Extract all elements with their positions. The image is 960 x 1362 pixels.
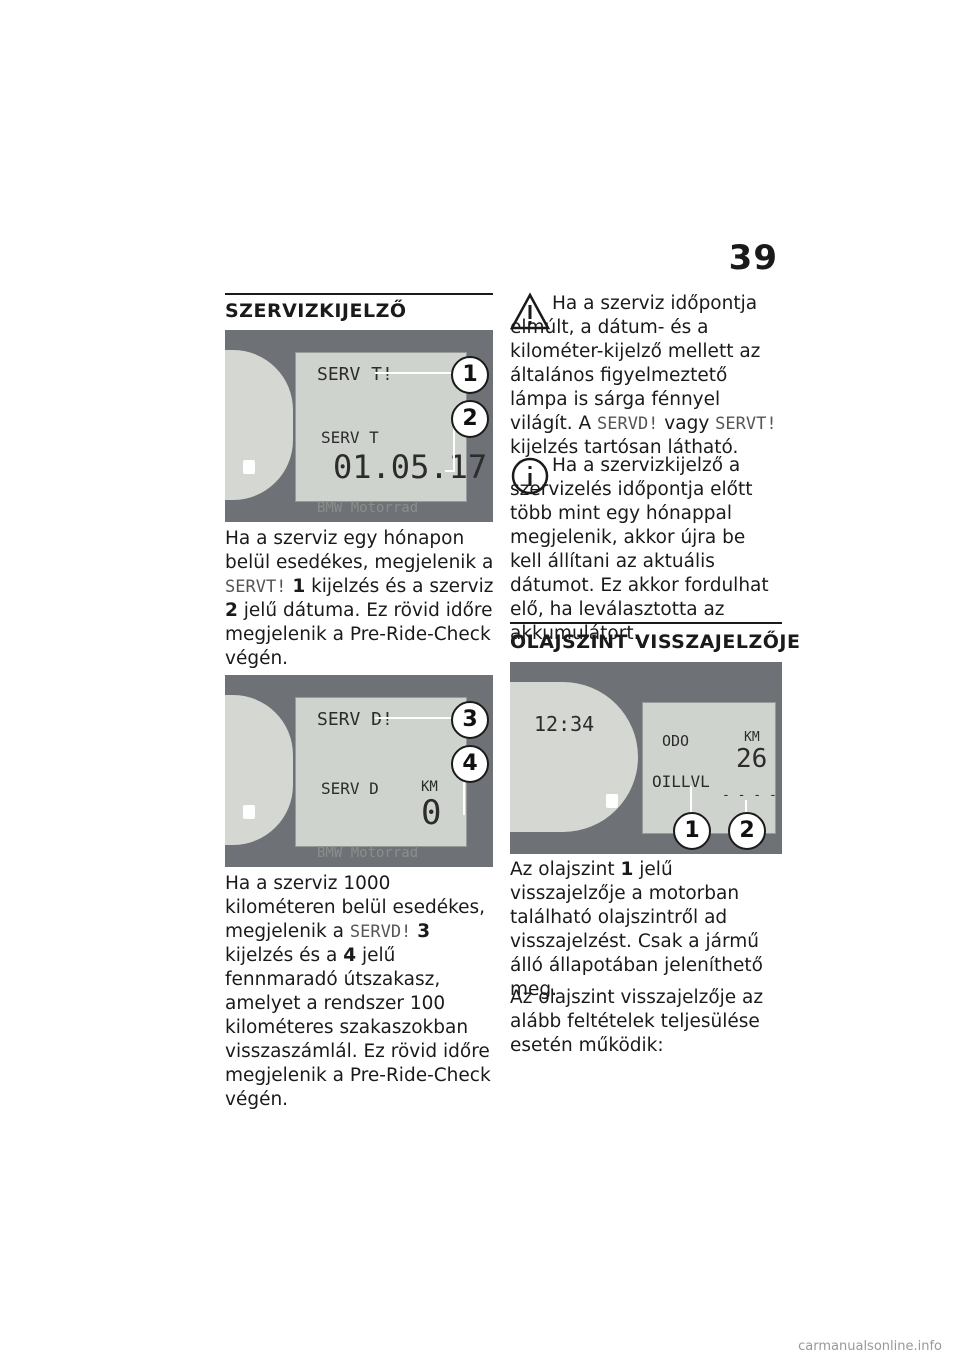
odo-unit-text: KM — [744, 730, 760, 745]
display-date-text: 01.05.17 — [333, 448, 488, 486]
service-display-figure-2: SERV D! SERV D KM 0 BMW Motorrad 3 4 — [225, 675, 493, 867]
section-rule-right — [510, 622, 782, 624]
section-heading-oil: OLAJSZINT VISSZAJELZŐJE — [510, 631, 801, 653]
para-text: Ha a szerviz egy hónapon belül esedékes,… — [225, 528, 494, 573]
oil-label-text: OILLVL — [652, 772, 710, 791]
overdue-warning-paragraph: Ha a szerviz időpontja elmúlt, a dátum- … — [510, 292, 782, 460]
fuel-icon — [243, 460, 255, 474]
leader-line-oil-2 — [745, 800, 747, 814]
odo-value-text: 26 — [736, 744, 768, 774]
oil-level-paragraph-2: Az olajszint visszajelzője az alább felt… — [510, 987, 764, 1056]
service-display-figure-1: SERV T! SERV T 01.05.17 BMW Motorrad 1 2 — [225, 330, 493, 522]
service-month-paragraph: Ha a szerviz egy hónapon belül esedékes,… — [225, 527, 495, 671]
ref-number: 3 — [417, 921, 431, 942]
callout-4: 4 — [451, 745, 489, 783]
display-top-text: SERV D! — [317, 709, 393, 730]
display-unit-text: KM — [421, 779, 438, 795]
oil-level-display-figure: 12:34 ODO KM 26 OILLVL - - - - 1 2 — [510, 662, 782, 854]
code-servt: SERVT! — [225, 577, 287, 597]
service-distance-paragraph: Ha a szerviz 1000 kilométeren belül esed… — [225, 872, 495, 1112]
leader-line-1 — [375, 372, 453, 374]
leader-line-oil-1 — [690, 786, 692, 816]
para-text: jelű dátuma. Ez rövid időre megjelenik a… — [225, 600, 493, 669]
code-servd: SERVD! — [597, 414, 659, 434]
display-top-text: SERV T! — [317, 364, 393, 385]
para-text: vagy — [658, 413, 716, 434]
section-heading-service: SZERVIZKIJELZŐ — [225, 300, 407, 322]
para-text: Az olajszint — [510, 859, 621, 880]
brand-faint-text: BMW Motorrad — [317, 500, 419, 516]
fuel-icon — [606, 794, 618, 808]
leader-line-4 — [463, 775, 465, 815]
para-text: kijelzés tartósan látható. — [510, 437, 739, 458]
info-paragraph: Ha a szervizkijelző a szervizelés időpon… — [510, 455, 769, 644]
leader-line-3 — [375, 717, 453, 719]
fuel-icon — [243, 805, 255, 819]
clock-text: 12:34 — [534, 712, 595, 736]
display-mid-text: SERV D — [321, 779, 379, 798]
oil-level-paragraph-1: Az olajszint 1 jelű visszajelzője a moto… — [510, 858, 782, 1002]
page-number: 39 — [728, 238, 778, 278]
gauge-arc — [510, 682, 638, 832]
ref-number: 1 — [292, 576, 306, 597]
gauge-arc — [225, 350, 293, 500]
callout-oil-2: 2 — [728, 812, 766, 850]
code-servt: SERVT! — [715, 414, 777, 434]
info-icon — [510, 456, 550, 496]
lcd-screen — [295, 697, 467, 847]
odo-label-text: ODO — [662, 732, 690, 750]
display-value-text: 0 — [421, 793, 442, 833]
leader-line-2b — [445, 470, 455, 472]
para-text: Ha a szerviz időpontja elmúlt, a dátum- … — [510, 293, 761, 434]
display-mid-text: SERV T — [321, 428, 379, 447]
para-text: kijelzés és a szerviz — [305, 576, 494, 597]
para-text: Ha a szerviz 1000 kilométeren belül esed… — [225, 873, 486, 942]
callout-2: 2 — [451, 400, 489, 438]
lcd-screen — [295, 352, 467, 502]
watermark-text: carmanualsonline.info — [798, 1339, 942, 1354]
oil-value-text: - - - - — [722, 788, 777, 803]
callout-oil-1: 1 — [673, 812, 711, 850]
ref-number: 2 — [225, 600, 238, 621]
callout-3: 3 — [451, 701, 489, 739]
callout-1: 1 — [451, 356, 489, 394]
leader-line-2 — [453, 420, 455, 472]
ref-number: 1 — [620, 859, 634, 880]
brand-faint-text: BMW Motorrad — [317, 845, 419, 861]
gauge-arc — [225, 695, 293, 845]
warning-triangle-icon — [509, 292, 551, 332]
lcd-screen — [642, 702, 776, 834]
para-text: jelű fennmaradó útszakasz, amelyet a ren… — [225, 945, 491, 1110]
ref-number: 4 — [343, 945, 357, 966]
code-servd: SERVD! — [349, 922, 412, 942]
para-text: jelű visszajelzője a motorban található … — [510, 859, 763, 1000]
section-rule-left — [225, 293, 493, 295]
para-text: kijelzés és a — [225, 945, 344, 966]
